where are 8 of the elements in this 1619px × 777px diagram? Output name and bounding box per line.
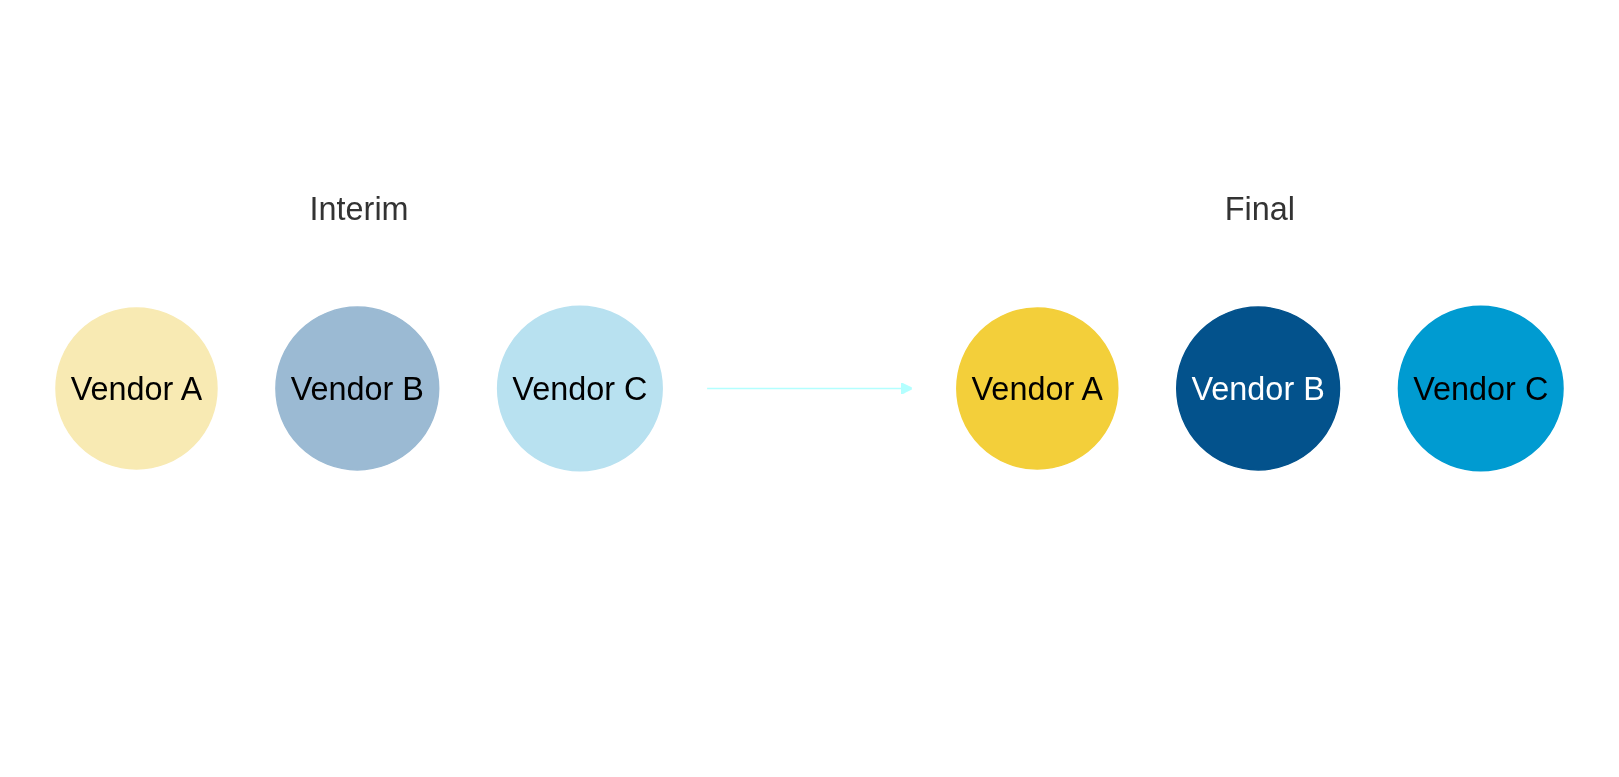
node-circle: Vendor C	[496, 305, 663, 472]
node-text: Interim	[309, 190, 409, 228]
node-circle: Vendor A	[55, 307, 218, 470]
node-circle: Vendor C	[1397, 305, 1564, 472]
node-circle: Vendor B	[275, 306, 440, 471]
node-circle: Vendor A	[956, 307, 1119, 470]
node-text: Final	[1224, 190, 1296, 228]
node-circle: Vendor B	[1176, 306, 1341, 471]
